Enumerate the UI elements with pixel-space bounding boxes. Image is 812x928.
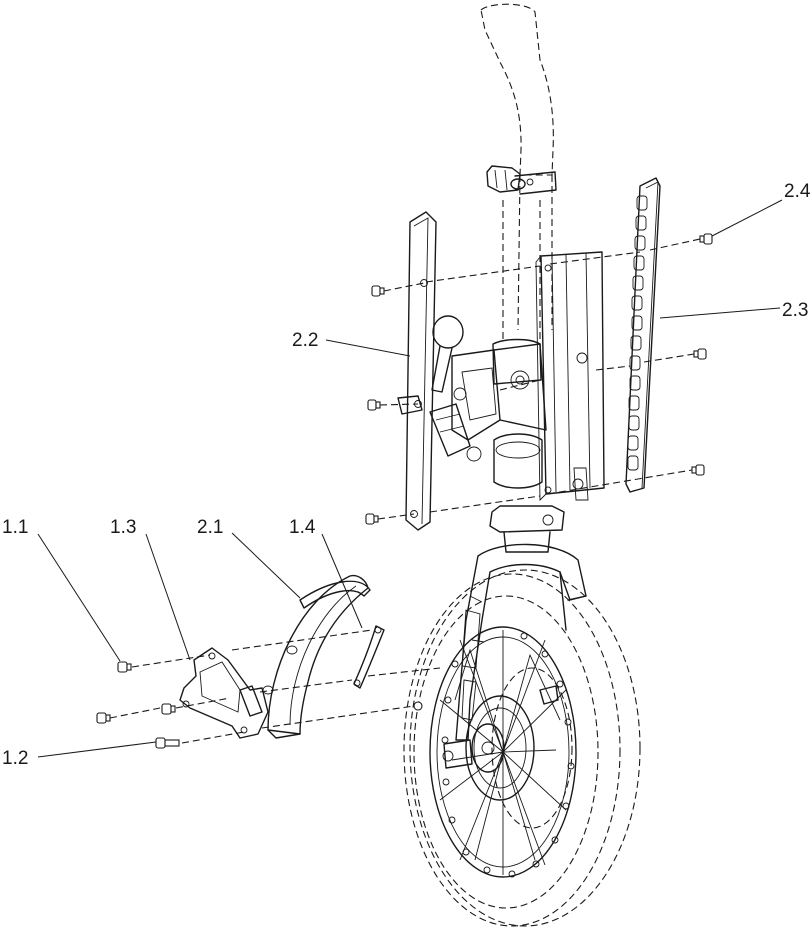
lower-clamp	[489, 505, 565, 553]
leader-lines	[37, 199, 783, 758]
callout-2-4: 2.4	[784, 181, 811, 202]
screw-icon	[693, 348, 707, 360]
right-slotted-plate	[625, 177, 661, 493]
left-side-plate	[405, 211, 437, 531]
screw-icon	[117, 661, 132, 673]
screw-icon	[155, 737, 180, 749]
spoke-nipples	[441, 632, 575, 878]
callout-1-1: 1.1	[2, 517, 28, 538]
callout-1-3: 1.3	[110, 517, 136, 538]
upper-clamp	[486, 165, 557, 195]
callout-1-2: 1.2	[2, 748, 28, 769]
screw-icon	[367, 399, 381, 411]
steering-column	[480, 3, 554, 340]
screw-icon	[96, 712, 111, 724]
mounting-bracket	[179, 647, 269, 739]
curved-strip	[353, 625, 385, 689]
screw-icon	[161, 703, 176, 715]
screw-icon	[371, 285, 385, 297]
plate-screws	[365, 233, 713, 525]
callout-2-3: 2.3	[782, 300, 808, 321]
screw-icon	[691, 464, 705, 476]
plate-slots	[627, 195, 648, 471]
callout-labels: 1.1 1.2 1.3 2.1 1.4 2.2 2.3 2.4	[2, 181, 811, 769]
bracket-screws	[96, 661, 180, 749]
screw-icon	[365, 513, 379, 525]
lower-assembly-lines	[109, 629, 441, 744]
plate-assembly-lines	[377, 238, 701, 520]
motor-mechanism	[397, 315, 547, 489]
screw-icon	[699, 233, 713, 245]
rail-mount	[535, 251, 605, 502]
mudguard	[262, 574, 371, 739]
callout-2-1: 2.1	[197, 517, 223, 538]
callout-1-4: 1.4	[289, 517, 316, 538]
callout-2-2: 2.2	[292, 330, 318, 351]
front-wheel	[403, 569, 641, 927]
